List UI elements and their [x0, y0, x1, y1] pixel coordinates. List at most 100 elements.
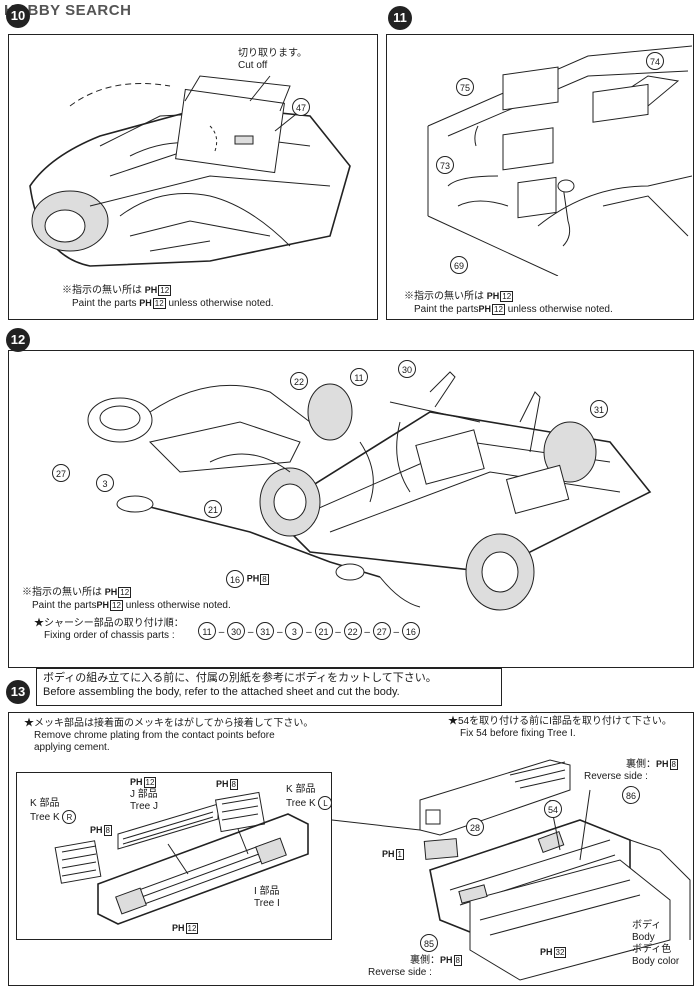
banner-jp: ボディの組み立てに入る前に、付属の別紙を参考にボディをカットして下さい。: [43, 672, 437, 684]
note-en-tail: unless otherwise noted.: [125, 600, 231, 611]
part-16-label: 16: [229, 575, 240, 585]
ph-icon: PH: [382, 849, 395, 859]
part-30: 30: [398, 360, 416, 378]
ph-icon: PH: [540, 947, 553, 957]
order-en: Fixing order of chassis parts :: [44, 630, 175, 641]
right-mark-icon: R: [62, 810, 77, 824]
ph-number: 8: [260, 573, 269, 585]
ph-number: 8: [229, 779, 238, 790]
note-en: Paint the parts: [414, 304, 479, 315]
note-en-tail: unless otherwise noted.: [507, 304, 613, 315]
order-step: 16: [401, 622, 420, 640]
ph-icon: PH: [130, 777, 143, 787]
chrome-note: ★メッキ部品は接着面のメッキをはがしてから接着して下さい。 Remove chr…: [24, 718, 313, 754]
tree-k-r-jp: K 部品: [30, 798, 60, 809]
watermark-logo: HOBBY SEARCH: [4, 2, 131, 19]
ph-icon: PH: [246, 573, 260, 584]
tree-j-en: Tree J: [130, 801, 158, 812]
order-label: 3: [291, 627, 297, 637]
reverse-en: Reverse side :: [368, 967, 432, 978]
step12-badge: 12: [6, 328, 30, 352]
grille-illustration: [54, 791, 309, 925]
step13-number: 13: [10, 684, 26, 699]
ph-icon: PH: [90, 825, 103, 835]
order-step: 31: [256, 622, 275, 640]
part-69: 69: [450, 256, 468, 274]
body-illustration: [331, 759, 691, 981]
body-cut-banner: ボディの組み立てに入る前に、付属の別紙を参考にボディをカットして下さい。 Bef…: [36, 668, 502, 706]
note-en-tail: unless otherwise noted.: [168, 298, 274, 309]
part-11: 11: [350, 368, 368, 386]
step10-number: 10: [10, 8, 26, 23]
part-73: 73: [436, 156, 454, 174]
part-16: 16: [226, 570, 244, 588]
part-86: 86: [622, 786, 640, 804]
left-mark-label: L: [323, 799, 328, 808]
order-step: 22: [343, 622, 362, 640]
note-jp: ※指示の無い所は: [62, 285, 142, 296]
tree-j-jp: J 部品: [130, 789, 158, 800]
part-47: 47: [292, 98, 310, 116]
step11-number: 11: [393, 10, 407, 25]
step12-chassis-illustration: [87, 371, 652, 611]
watermark-text: HOBBY SEARCH: [4, 2, 132, 19]
part-54: 54: [544, 800, 562, 818]
order-step: 21: [314, 622, 333, 640]
ph-number: 8: [669, 759, 678, 770]
part-85: 85: [420, 934, 438, 952]
body-en: Body: [632, 932, 655, 943]
ph-number: 12: [158, 285, 172, 296]
right-mark-label: R: [66, 813, 73, 822]
ph-number: 12: [500, 291, 514, 302]
order-jp: ★シャーシー部品の取り付け順：: [34, 618, 184, 629]
bodycolor-jp: ボディ色: [632, 944, 672, 955]
ph-icon: PH: [96, 600, 109, 610]
step11-badge: 11: [388, 6, 412, 30]
left-mark-icon: L: [318, 796, 333, 810]
cut-jp: 切り取ります。: [238, 48, 307, 59]
tree-k-l-label: K 部品 Tree K L: [286, 784, 333, 810]
ph-number: 8: [103, 825, 112, 836]
order-step: 30: [227, 622, 246, 640]
note-jp: ※指示の無い所は: [404, 291, 484, 302]
part-74-label: 74: [649, 57, 660, 67]
part-22-label: 22: [293, 377, 304, 387]
chrome-en2: applying cement.: [34, 742, 110, 753]
ph-number: 32: [553, 947, 567, 958]
note-en: Paint the parts: [32, 600, 97, 611]
step10-cut-label: 切り取ります。Cut off: [238, 48, 307, 72]
part-31: 31: [590, 400, 608, 418]
part-3-label: 3: [102, 479, 108, 489]
tree-k-r-en: Tree K: [30, 812, 60, 823]
ph-icon: PH: [478, 304, 491, 314]
order-label: 22: [347, 627, 358, 637]
order-label: 27: [376, 627, 387, 637]
step11-console-illustration: [427, 45, 692, 276]
part-47-label: 47: [295, 103, 306, 113]
order-step: 11: [198, 622, 216, 640]
step10-badge: 10: [6, 4, 30, 28]
ph-number: 12: [185, 923, 199, 934]
banner-en: Before assembling the body, refer to the…: [43, 686, 400, 698]
ph-number: 12: [152, 298, 166, 309]
order-label: 11: [202, 627, 212, 637]
reverse-en: Reverse side :: [584, 771, 648, 782]
ph-icon: PH: [139, 298, 152, 308]
part-11-label: 11: [354, 373, 364, 383]
part-28: 28: [466, 818, 484, 836]
order-label: 16: [405, 627, 416, 637]
order-label: 21: [318, 627, 329, 637]
part-21-label: 21: [207, 505, 218, 515]
ph-icon: PH: [440, 955, 453, 965]
cut-en: Cut off: [238, 60, 268, 71]
step13-badge: 13: [6, 680, 30, 704]
ph-icon: PH: [144, 285, 158, 295]
tree-i-label: I 部品 Tree I: [254, 886, 280, 910]
part-74: 74: [646, 52, 664, 70]
fix-en: Fix 54 before fixing Tree I.: [460, 728, 576, 739]
